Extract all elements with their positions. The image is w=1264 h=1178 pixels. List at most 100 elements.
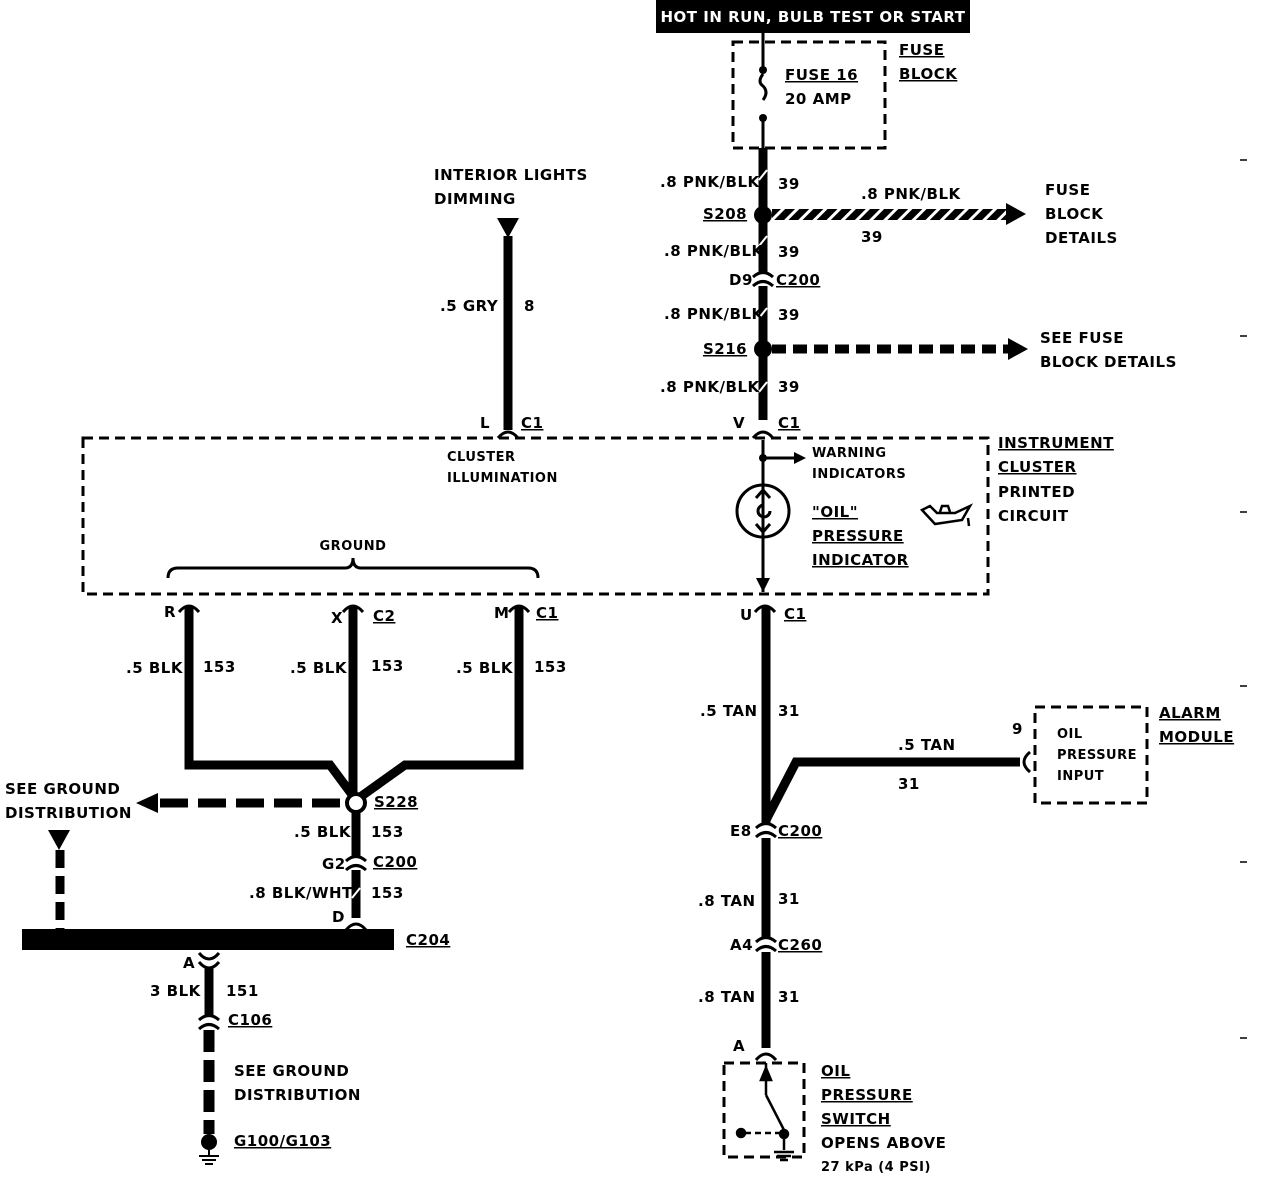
c200-e8-conn: C200 — [778, 822, 822, 840]
dimming-arrow — [497, 218, 519, 238]
c204-a-pin: A — [183, 954, 195, 972]
feed-w2-color: .8 PNK/BLK — [664, 242, 764, 260]
c200-d9-conn: C200 — [776, 271, 820, 289]
dimming-wire: INTERIOR LIGHTS DIMMING .5 GRY 8 L C1 — [434, 166, 588, 440]
branch1-dest-1: FUSE — [1045, 181, 1090, 199]
sender-w1-circuit: 31 — [778, 702, 800, 720]
cluster-title-2: CLUSTER — [998, 458, 1077, 476]
branch1-circuit: 39 — [861, 228, 883, 246]
oil-label-2: PRESSURE — [812, 527, 904, 545]
ground-g-label: G100/G103 — [234, 1132, 331, 1150]
c204-conn: C204 — [406, 931, 450, 949]
sender-w2-color: .8 TAN — [698, 892, 756, 910]
feed-w2-circuit: 39 — [778, 243, 800, 261]
cluster-feed-connector — [751, 430, 775, 440]
ground-brace — [166, 557, 540, 579]
fuse-block: FUSE 16 20 AMP FUSE BLOCK — [731, 33, 958, 150]
splice-s208 — [754, 206, 772, 224]
feed-w1-circuit: 39 — [778, 175, 800, 193]
c200-g2-conn: C200 — [373, 853, 417, 871]
ground-m-conn: C1 — [536, 604, 558, 622]
dist-label-1: SEE GROUND — [234, 1062, 349, 1080]
splice-s216-label: S216 — [703, 340, 747, 358]
ground-w5-color: .5 BLK — [294, 823, 352, 841]
cluster-title-1: INSTRUMENT — [998, 434, 1114, 452]
switch-label-1: OIL — [821, 1062, 850, 1080]
sender-circuit: U C1 .5 TAN 31 .5 TAN 31 9 OIL PRESSURE … — [698, 604, 1234, 1175]
feed-w3-color: .8 PNK/BLK — [664, 305, 764, 323]
sender-w1-color: .5 TAN — [700, 702, 758, 720]
sender-w3-color: .8 TAN — [698, 988, 756, 1006]
c204-d-connector — [344, 922, 368, 932]
oil-switch-icon — [735, 1063, 794, 1162]
fuse-block-title-1: FUSE — [899, 41, 944, 59]
c200-g2-pin: G2 — [322, 855, 346, 873]
switch-label-3: SWITCH — [821, 1110, 891, 1128]
oil-label-3: INDICATOR — [812, 551, 909, 569]
alarm-branch-circuit: 31 — [898, 775, 920, 793]
ground-r-circuit: 153 — [203, 658, 236, 676]
switch-pin: A — [733, 1037, 745, 1055]
ground-w6-color: .8 BLK/WHT — [249, 884, 353, 902]
c204-a-connector — [197, 951, 221, 970]
cluster-title-4: CIRCUIT — [998, 507, 1069, 525]
margin-ticks — [1240, 159, 1247, 1039]
oil-pressure-switch-box — [722, 1061, 806, 1159]
c200-e8-connector — [754, 822, 778, 839]
c200-d9-pin: D9 — [729, 271, 753, 289]
fuse-block-title-2: BLOCK — [899, 65, 958, 83]
ground-dist-arrow — [136, 793, 158, 813]
c106-connector — [197, 1014, 221, 1031]
ground-x-circuit: 153 — [371, 657, 404, 675]
ground-m-pin: M — [494, 604, 509, 622]
alarm-branch-color: .5 TAN — [898, 736, 956, 754]
c260-a4-connector — [754, 936, 778, 953]
sender-u-pin: U — [740, 606, 753, 624]
splice-s228 — [345, 792, 367, 814]
sender-w2-circuit: 31 — [778, 890, 800, 908]
alarm-module-box — [1033, 705, 1149, 805]
ground-m-color: .5 BLK — [456, 659, 514, 677]
branch2-arrow — [1008, 338, 1028, 360]
alarm-pin: 9 — [1012, 720, 1023, 738]
switch-label-4: OPENS ABOVE — [821, 1134, 946, 1152]
ground-x-color: .5 BLK — [290, 659, 348, 677]
ground-bus-c204 — [22, 929, 394, 950]
cluster-title-3: PRINTED — [998, 483, 1075, 501]
c200-connector-g2 — [344, 855, 368, 872]
ground-m-circuit: 153 — [534, 658, 567, 676]
cluster-illum-2: ILLUMINATION — [447, 471, 558, 486]
instrument-cluster: CLUSTER ILLUMINATION WARNING INDICATORS … — [81, 434, 1114, 596]
splice-s228-label: S228 — [374, 793, 418, 811]
c106-conn: C106 — [228, 1011, 272, 1029]
c260-a4-conn: C260 — [778, 936, 822, 954]
dimming-label-1: INTERIOR LIGHTS — [434, 166, 588, 184]
ground-point — [201, 1134, 217, 1150]
oil-label-1: "OIL" — [812, 503, 858, 521]
fuse-rating: 20 AMP — [785, 90, 852, 108]
branch2-dest-1: SEE FUSE — [1040, 329, 1124, 347]
switch-label-2: PRESSURE — [821, 1086, 913, 1104]
dimming-conn: C1 — [521, 414, 543, 432]
sender-u-conn: C1 — [784, 605, 806, 623]
c200-connector-d9 — [751, 271, 775, 288]
ground-r-color: .5 BLK — [126, 659, 184, 677]
ground-circuits: R X C2 M C1 .5 BLK 153 .5 BLK 153 .5 BLK… — [5, 603, 567, 1165]
dimming-wire-color: .5 GRY — [440, 297, 499, 315]
cluster-illum-1: CLUSTER — [447, 450, 516, 465]
feed-wire: .8 PNK/BLK 39 S208 .8 PNK/BLK 39 FUSE BL… — [660, 148, 1176, 440]
fuse-symbol — [758, 73, 768, 101]
feed-pin: V — [733, 414, 745, 432]
branch1-dest-2: BLOCK — [1045, 205, 1104, 223]
ground-x-pin: X — [331, 609, 343, 627]
feed-w3-circuit: 39 — [778, 306, 800, 324]
ground-label: GROUND — [320, 539, 387, 554]
switch-label-5: 27 kPa (4 PSI) — [821, 1160, 931, 1175]
branch1-wire — [772, 209, 1008, 220]
feed-conn: C1 — [778, 414, 800, 432]
ground-w7-circuit: 151 — [226, 982, 259, 1000]
dimming-connector — [496, 430, 520, 440]
ground-r-pin: R — [164, 603, 176, 621]
sender-w3-circuit: 31 — [778, 988, 800, 1006]
